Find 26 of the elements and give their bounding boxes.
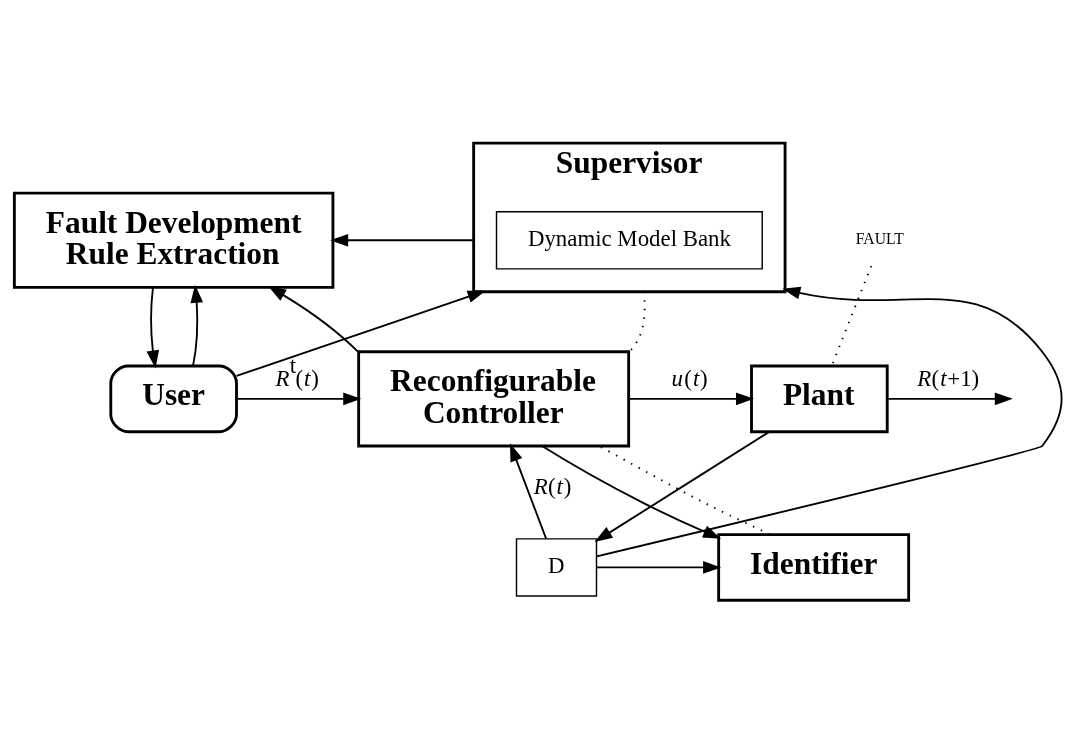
arrow <box>190 284 204 367</box>
node-box: Fault Development Rule Extraction <box>12 191 335 289</box>
node-box: Identifier <box>717 533 911 602</box>
arrow <box>594 430 771 543</box>
arrow <box>595 286 1063 558</box>
node-box: Plant <box>750 364 889 434</box>
arrow <box>595 561 722 574</box>
connector <box>628 290 646 353</box>
edge-label: u(t) <box>671 365 708 391</box>
arrow <box>886 392 1013 406</box>
edge-label: R(t+1) <box>917 365 980 391</box>
arrow <box>235 392 362 406</box>
arrow <box>628 392 755 406</box>
arrow <box>510 443 548 540</box>
node-box: D <box>515 538 598 597</box>
node-box: User <box>109 364 238 434</box>
arrow <box>268 286 359 353</box>
node-box: Reconfigurable Controller <box>357 350 631 448</box>
node-text: FAULT <box>855 230 904 248</box>
arrow <box>146 286 160 369</box>
arrow <box>235 290 486 377</box>
arrow <box>330 233 475 247</box>
arrow <box>541 445 722 539</box>
node-box: Dynamic Model Bank <box>495 211 763 270</box>
connector <box>598 445 771 536</box>
edge-label: R(t) <box>533 474 572 500</box>
